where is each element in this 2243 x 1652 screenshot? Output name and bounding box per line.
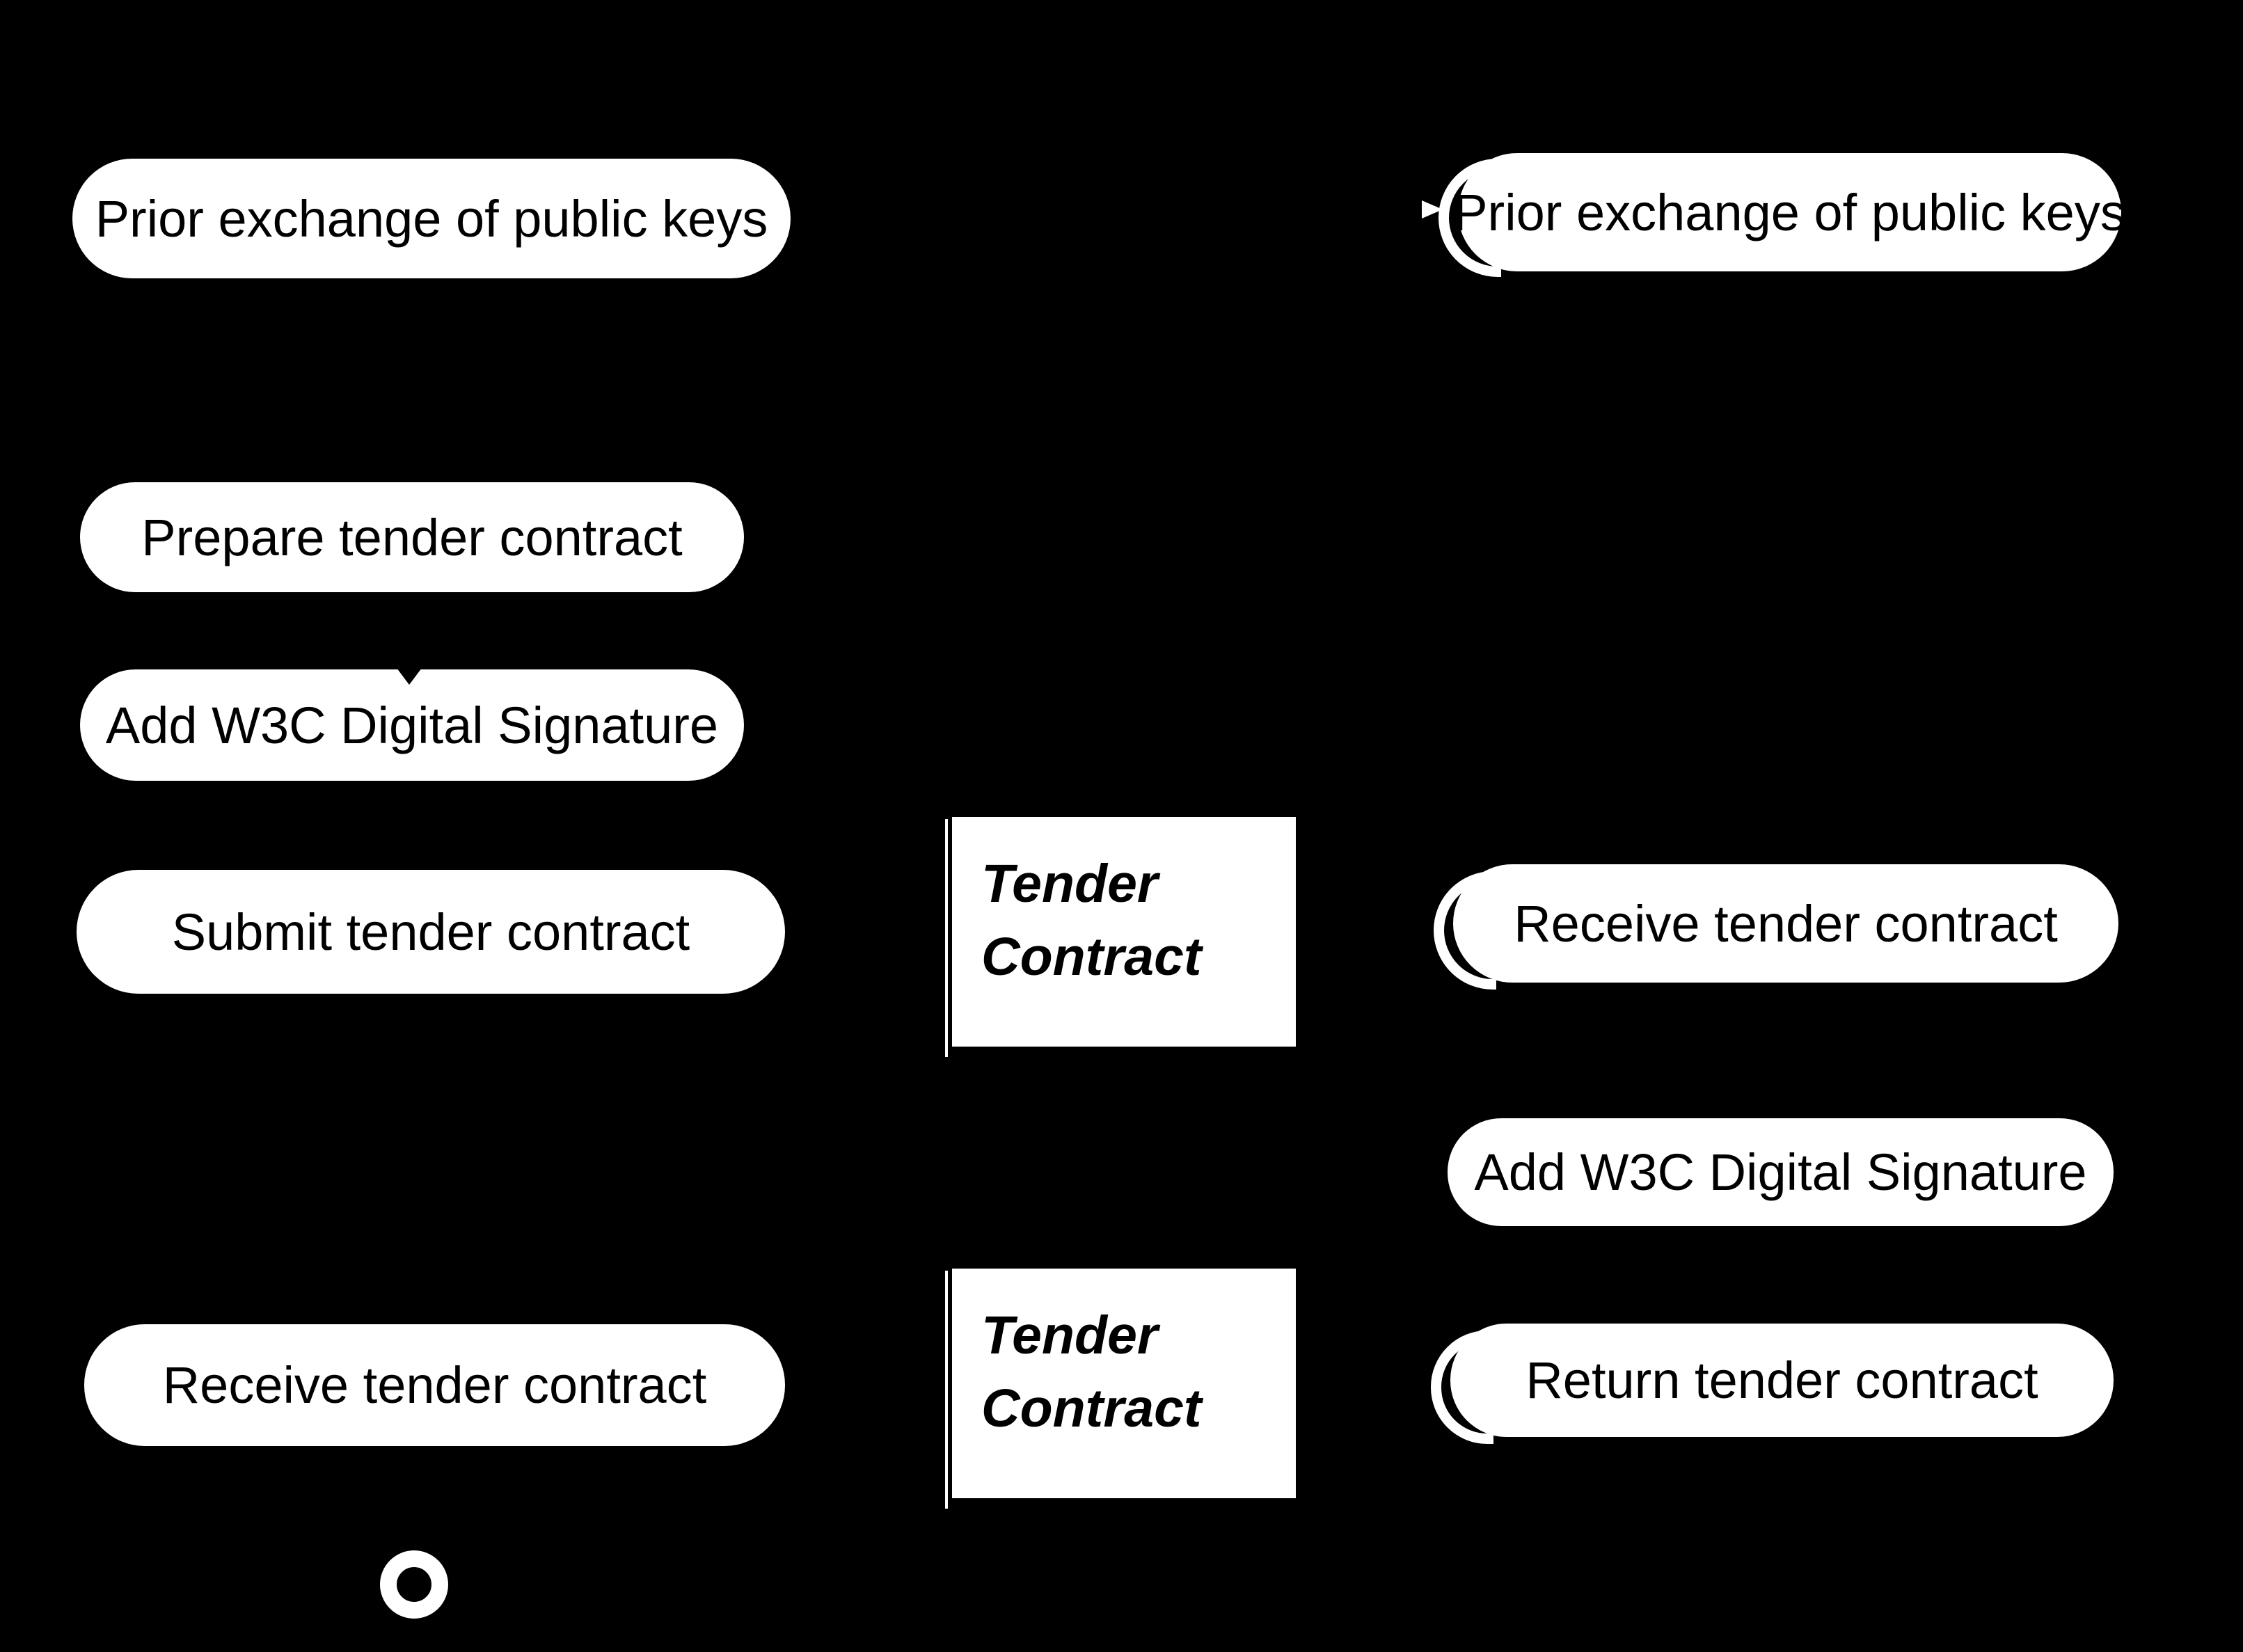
activity-label: Receive tender contract [1514, 894, 2058, 953]
activity-label: Prior exchange of public keys [1453, 183, 2126, 241]
object-offset-edge [945, 819, 948, 1057]
activity-submit-tender-contract: Submit tender contract [77, 870, 785, 994]
activity-label: Add W3C Digital Signature [1474, 1143, 2087, 1201]
activity-receive-tender-contract-left: Receive tender contract [84, 1324, 785, 1446]
activity-return-tender-contract: Return tender contract [1450, 1324, 2114, 1437]
object-label-line2: Contract [981, 1379, 1202, 1438]
activity-prior-exchange-left: Prior exchange of public keys [72, 159, 791, 278]
object-offset-edge [945, 1271, 948, 1509]
arrowhead-down-notch [397, 668, 422, 685]
activity-prior-exchange-right: Prior exchange of public keys [1453, 153, 2126, 271]
final-node [380, 1550, 448, 1619]
activity-add-signature-left: Add W3C Digital Signature [80, 668, 744, 781]
object-label-line1: Tender [981, 1305, 1158, 1365]
activity-label: Add W3C Digital Signature [105, 696, 719, 754]
object-tender-contract-1: Tender Contract [945, 817, 1296, 1057]
activity-label: Prior exchange of public keys [95, 189, 768, 248]
activity-prepare-tender-contract: Prepare tender contract [80, 482, 744, 592]
activity-label: Receive tender contract [162, 1356, 707, 1414]
activity-label: Prepare tender contract [141, 508, 683, 566]
object-tender-contract-2: Tender Contract [945, 1269, 1296, 1509]
activity-label: Return tender contract [1525, 1351, 2038, 1409]
activity-receive-tender-contract-right: Receive tender contract [1453, 864, 2118, 983]
incoming-arrowhead-icon [1422, 200, 1443, 219]
activity-label: Submit tender contract [171, 903, 690, 961]
object-label-line1: Tender [981, 854, 1158, 914]
activity-add-signature-right: Add W3C Digital Signature [1448, 1118, 2114, 1226]
object-label-line2: Contract [981, 927, 1202, 987]
